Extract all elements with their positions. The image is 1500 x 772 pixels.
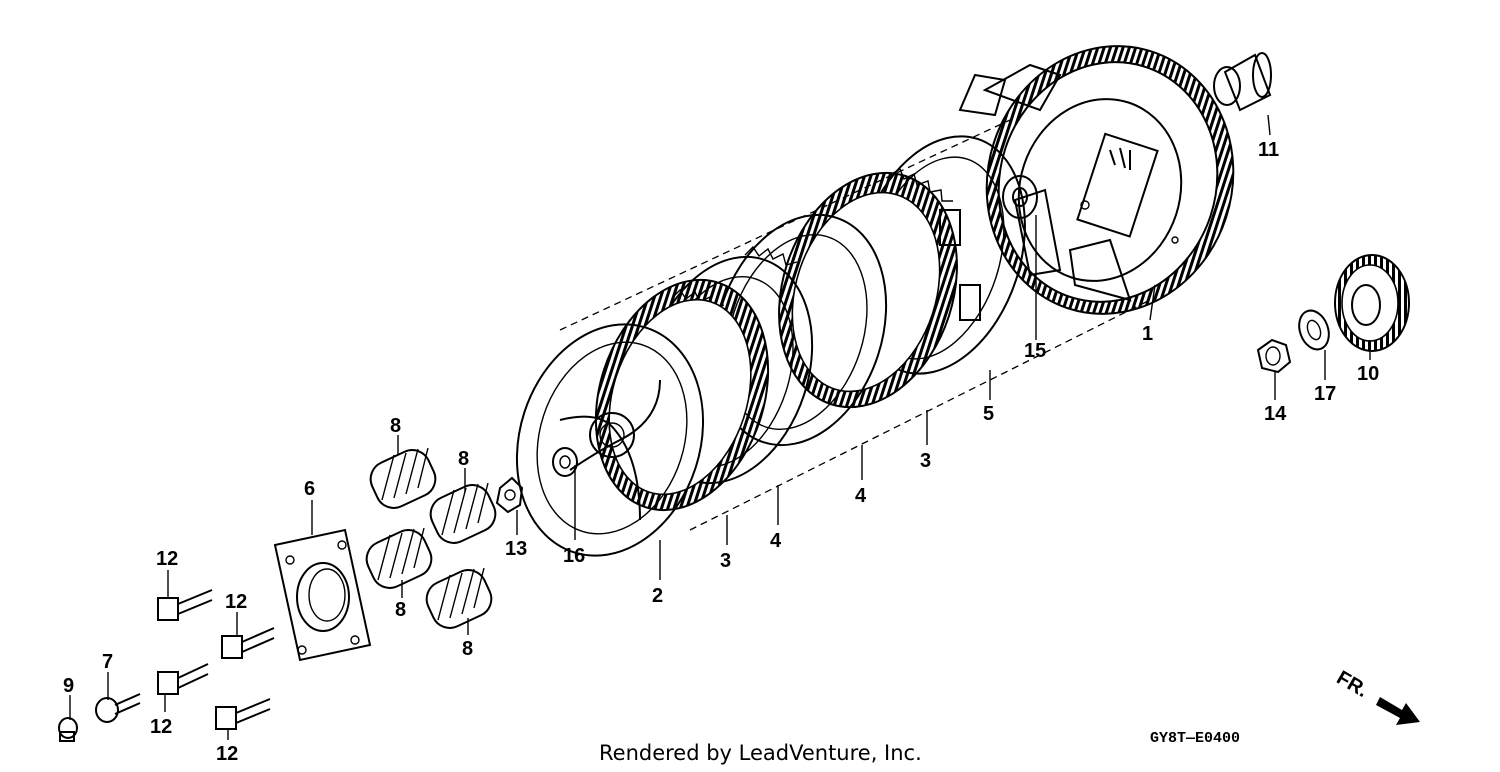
label-part-6[interactable]: 6	[304, 478, 315, 500]
label-part-12b[interactable]: 12	[225, 591, 247, 613]
label-part-12c[interactable]: 12	[150, 716, 172, 738]
front-arrow-icon	[1376, 697, 1420, 725]
label-part-8b[interactable]: 8	[458, 448, 469, 470]
label-part-8a[interactable]: 8	[390, 415, 401, 437]
bolts-drawing	[157, 589, 275, 730]
label-part-8d[interactable]: 8	[462, 638, 473, 660]
diagram-code: GY8T—E0400	[1150, 730, 1240, 747]
label-part-11[interactable]: 11	[1258, 139, 1279, 161]
front-direction-indicator: FR.	[1333, 667, 1420, 725]
pressure-plate-drawing	[515, 323, 705, 557]
label-part-9[interactable]: 9	[63, 675, 74, 697]
spring-a	[369, 447, 437, 509]
label-part-3a[interactable]: 3	[720, 550, 731, 572]
nut-drawing	[1256, 338, 1292, 374]
springs-drawing	[365, 447, 497, 629]
label-part-12d[interactable]: 12	[216, 743, 238, 765]
pin-drawing	[58, 717, 78, 742]
spring-d	[425, 567, 493, 629]
label-part-12a[interactable]: 12	[156, 548, 178, 570]
washer-drawing	[1298, 309, 1330, 351]
label-part-4b[interactable]: 4	[855, 485, 867, 507]
label-part-15[interactable]: 15	[1024, 340, 1046, 362]
assembly-axis-lines	[559, 119, 1151, 531]
primary-gear-drawing	[1334, 254, 1410, 352]
label-part-13[interactable]: 13	[505, 538, 527, 560]
clutch-outer-drawing	[958, 45, 1235, 315]
label-part-2[interactable]: 2	[652, 585, 663, 607]
friction-disk-3a-drawing	[594, 278, 770, 512]
friction-disk-3b-drawing	[778, 171, 958, 409]
lifter-plate-drawing	[273, 528, 372, 662]
label-part-10[interactable]: 10	[1357, 363, 1379, 385]
label-part-7[interactable]: 7	[102, 651, 113, 673]
label-part-16[interactable]: 16	[563, 545, 585, 567]
credit-text: Rendered by LeadVenture, Inc.	[599, 741, 922, 765]
label-part-5[interactable]: 5	[983, 403, 994, 425]
spring-c	[365, 527, 433, 589]
front-direction-label: FR.	[1333, 667, 1372, 702]
label-part-14[interactable]: 14	[1264, 403, 1287, 425]
lock-nut-drawing	[495, 476, 524, 514]
label-part-8c[interactable]: 8	[395, 599, 406, 621]
spring-b	[429, 482, 497, 544]
label-part-3b[interactable]: 3	[920, 450, 931, 472]
label-part-4a[interactable]: 4	[770, 530, 782, 552]
leader-lines	[69, 114, 1371, 740]
label-part-1[interactable]: 1	[1142, 323, 1153, 345]
collar-drawing	[1213, 52, 1272, 112]
part-labels: 1 2 3 3 4 4 5 6 7 8 8 8 8 9 10 11 12 12 …	[63, 139, 1379, 765]
lifter-rod-drawing	[95, 693, 141, 723]
label-part-17[interactable]: 17	[1314, 383, 1336, 405]
